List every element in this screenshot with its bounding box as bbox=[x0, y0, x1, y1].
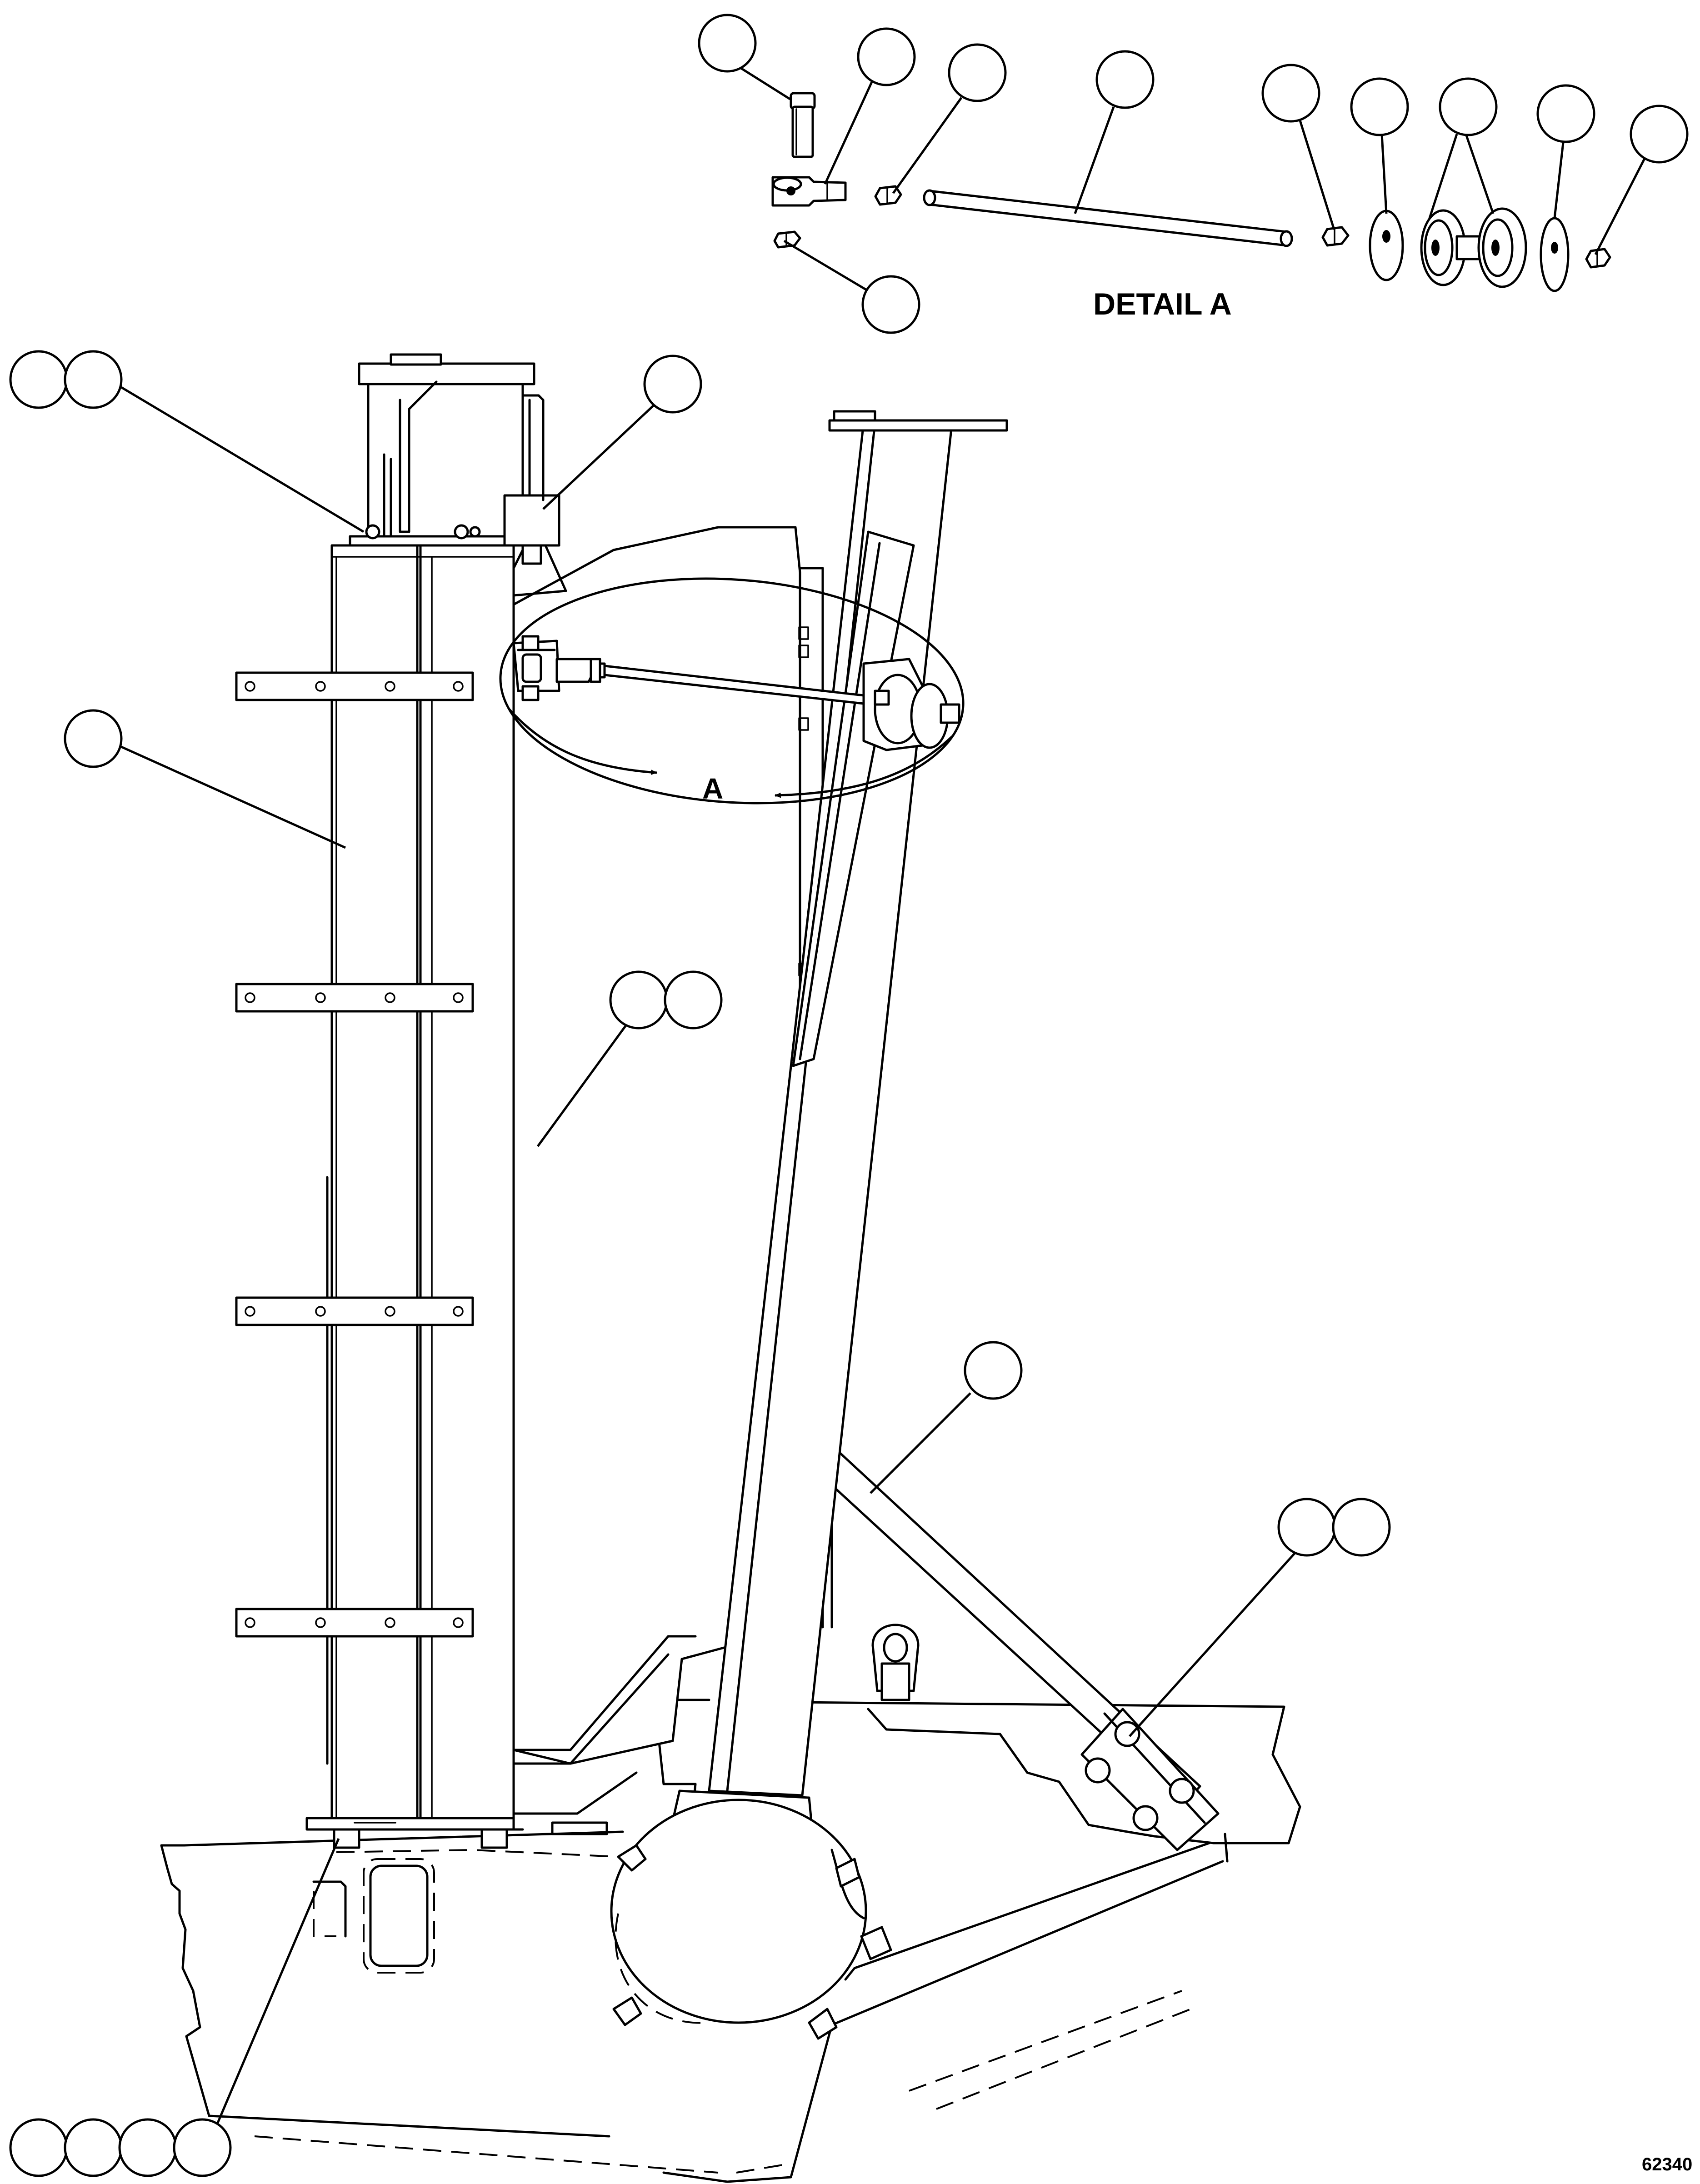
callout-bubble bbox=[664, 970, 723, 1030]
washer-part bbox=[1369, 210, 1404, 281]
callout-bubble bbox=[1630, 105, 1689, 164]
detail-a-exploded-view bbox=[771, 92, 1611, 292]
tower-top-head bbox=[349, 353, 560, 565]
bolt-part bbox=[790, 92, 816, 158]
callout-bubble bbox=[64, 350, 123, 409]
callout-bubble bbox=[1536, 84, 1595, 143]
drawing-number: 62340 bbox=[1642, 2154, 1692, 2174]
view-arrow-right bbox=[774, 735, 953, 798]
tower-strap-4 bbox=[235, 1608, 474, 1638]
callout-bubble bbox=[698, 14, 757, 73]
tower-strap-3 bbox=[235, 1296, 474, 1326]
callout-bubble bbox=[964, 1341, 1023, 1400]
callout-bubble bbox=[857, 27, 916, 86]
callout-bubble bbox=[1277, 1498, 1336, 1557]
callout-bubble bbox=[1439, 77, 1498, 136]
tie-rod-part bbox=[923, 189, 1293, 247]
isolator-part-2 bbox=[1455, 207, 1527, 288]
callout-bubble bbox=[64, 709, 123, 768]
callout-bubble bbox=[173, 2118, 232, 2177]
rod-end-part bbox=[771, 176, 847, 207]
callout-bubble bbox=[64, 2118, 123, 2177]
callout-bubble bbox=[609, 970, 668, 1030]
callout-bubble bbox=[1261, 64, 1320, 123]
nut-part-right bbox=[1321, 226, 1350, 247]
view-label-a: A bbox=[702, 772, 723, 805]
tower-strap-2 bbox=[235, 983, 474, 1013]
detail-a-region bbox=[499, 577, 965, 805]
isolator-part-1 bbox=[1420, 209, 1466, 286]
nut-part-end bbox=[1585, 248, 1611, 269]
tower-strap-1 bbox=[235, 671, 474, 701]
callout-bubble bbox=[1095, 50, 1155, 109]
base-frame bbox=[160, 1699, 1301, 2183]
callout-bubble bbox=[643, 355, 702, 414]
detail-a-title: DETAIL A bbox=[1093, 287, 1232, 321]
washer-part-2 bbox=[1540, 217, 1570, 292]
callout-bubble bbox=[1332, 1498, 1391, 1557]
view-arrow-left bbox=[508, 708, 658, 775]
callout-bubble bbox=[1350, 77, 1409, 136]
small-nut-part bbox=[773, 230, 801, 249]
callout-bubble bbox=[9, 350, 68, 409]
callout-bubble bbox=[9, 2118, 68, 2177]
callout-bubble bbox=[861, 275, 920, 334]
callout-leaders bbox=[115, 67, 1647, 2144]
callout-bubbles bbox=[9, 14, 1689, 2177]
callout-bubble bbox=[948, 43, 1007, 102]
callout-bubble bbox=[118, 2118, 177, 2177]
